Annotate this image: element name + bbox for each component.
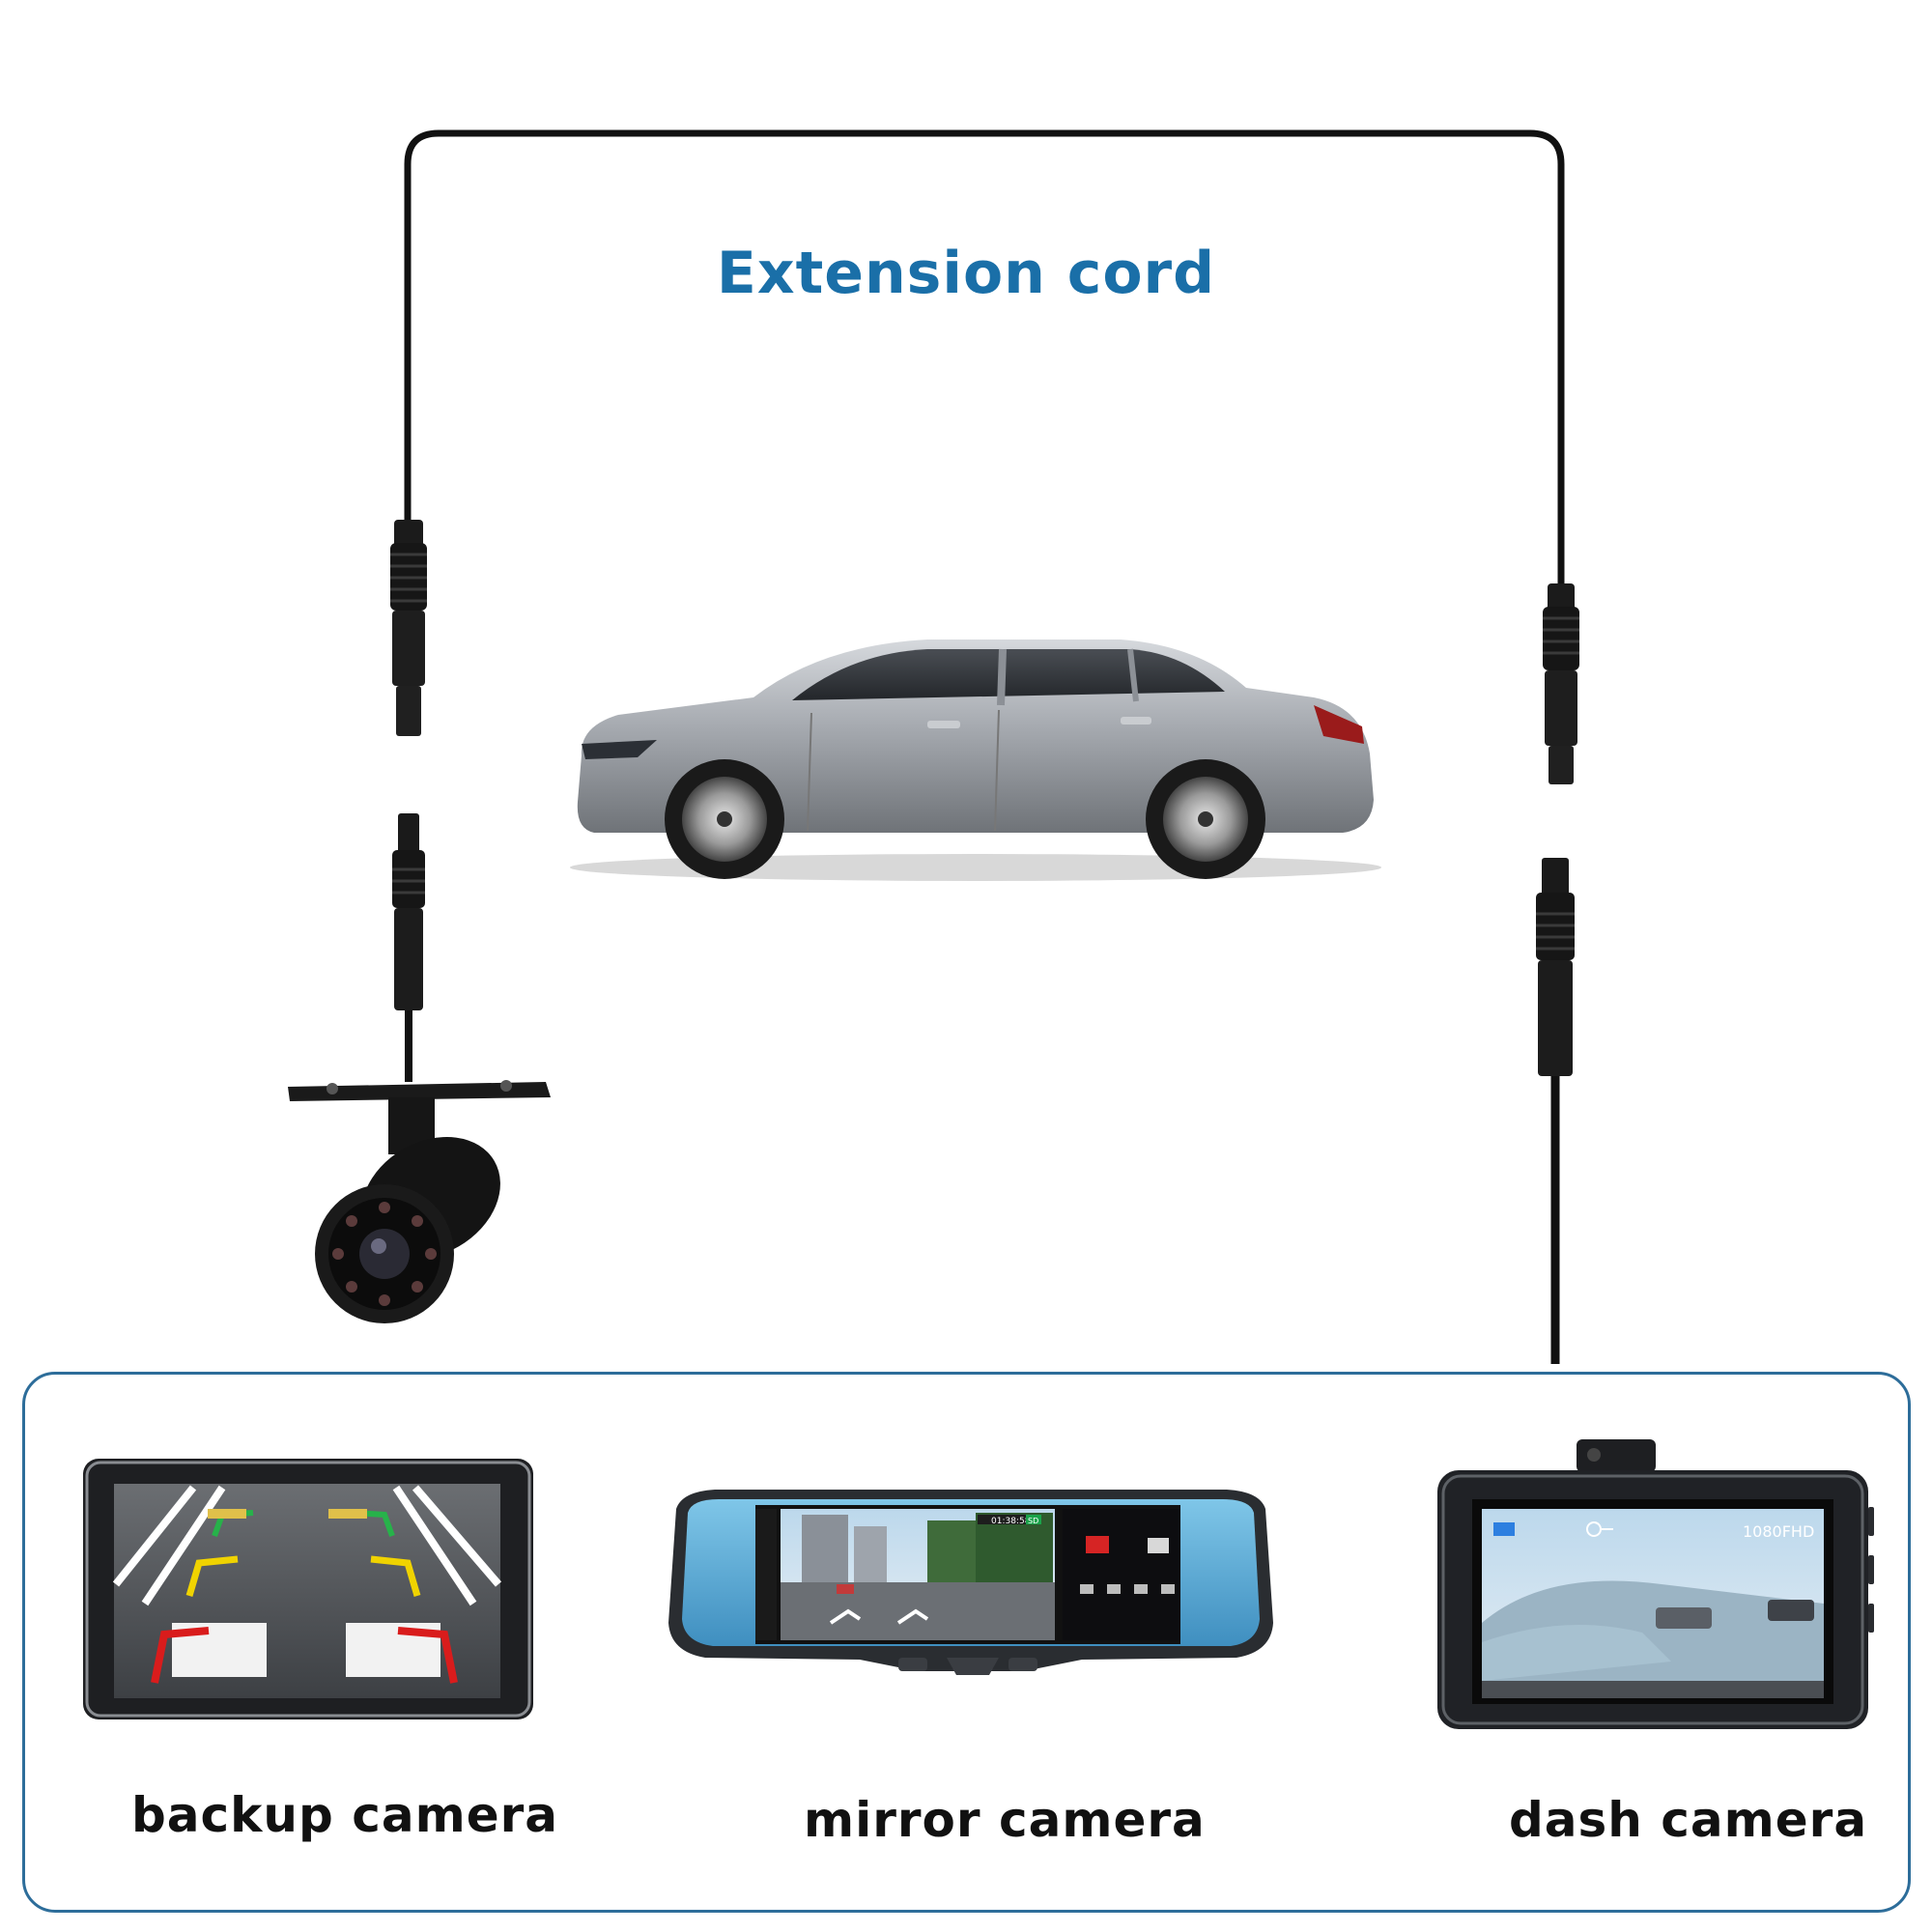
extension-cord-title: Extension cord [716, 240, 1216, 307]
mirror-storage-badge: SD [1028, 1517, 1038, 1525]
compatible-devices-panel [22, 1372, 1911, 1913]
mirror-camera-label: mirror camera [804, 1792, 1206, 1848]
monitor-icon [83, 1459, 533, 1719]
mirror-time-readout: 01:38:58 [991, 1517, 1031, 1526]
rearview-mirror-icon: 01:38:58 SD [668, 1490, 1273, 1675]
dash-camera-pigtail [1536, 858, 1575, 1364]
backup-camera-label: backup camera [131, 1787, 559, 1843]
backup-camera-unit [288, 813, 551, 1323]
dash-resolution-label: 1080FHD [1743, 1522, 1814, 1541]
cord-connector-left [390, 520, 427, 736]
sedan-car-image [570, 639, 1381, 881]
dash-camera-label: dash camera [1509, 1792, 1868, 1848]
extension-cord-cable [404, 129, 1565, 589]
dash-camera-icon: 1080FHD [1437, 1439, 1874, 1729]
cord-connector-right [1543, 583, 1579, 784]
